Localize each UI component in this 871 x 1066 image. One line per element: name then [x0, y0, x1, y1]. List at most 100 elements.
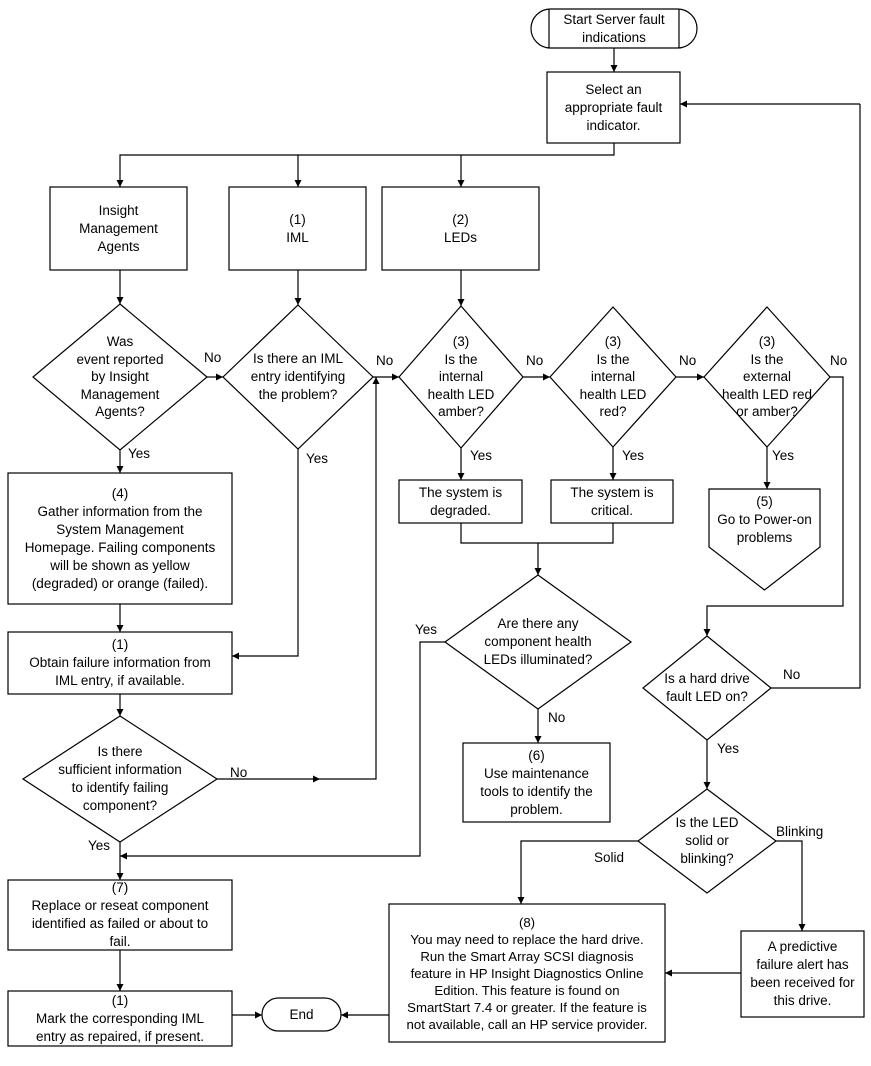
replace-hard-drive-box-line: (8) [518, 914, 536, 930]
leds-box: (2)LEDs [382, 187, 539, 270]
connector-edge [120, 641, 445, 860]
mark-iml-repaired-box-line: Mark the corresponding IML [35, 1010, 205, 1026]
replace-hard-drive-box: (8)You may need to replace the hard driv… [389, 904, 665, 1042]
external-no-label: No [830, 353, 848, 368]
system-critical-box-line: The system is [570, 484, 654, 500]
mark-iml-repaired-box-line: entry as repaired, if present. [35, 1028, 205, 1044]
gather-information-box-line: (4) [111, 485, 129, 501]
gather-information-box-line: System Management [56, 521, 184, 537]
external-led-decision-line: Is the [750, 351, 784, 367]
internal-led-red-decision-line: health LED [579, 386, 647, 402]
event-no-label: No [204, 350, 222, 365]
iml-box: (1) IML [229, 187, 366, 270]
sufficient-no-label: No [230, 765, 248, 780]
mark-iml-repaired-box-line: (1) [111, 992, 129, 1008]
replace-component-box-line: identified as failed or about to [31, 916, 209, 931]
replace-component-box-line: fail. [109, 934, 131, 949]
internal-led-amber-decision-line: (3) [452, 334, 470, 350]
gather-information-box-line: Homepage. Failing components [24, 539, 216, 555]
leds-box-line: (2) [452, 211, 469, 227]
led-solid-blinking-decision-line: solid or [685, 833, 729, 848]
internal-led-amber-decision-line: internal [438, 369, 484, 385]
gather-information-box-line: (degraded) or orange (failed). [31, 575, 209, 591]
mark-iml-repaired-box: (1) Mark the corresponding IML entry as re… [8, 991, 232, 1046]
connector-edge [232, 449, 299, 660]
sufficient-info-decision-line: sufficient information [58, 762, 182, 777]
end-terminal-line: End [289, 1006, 314, 1022]
event-yes-label: Yes [128, 446, 151, 461]
iml-entry-decision-line: the problem? [258, 387, 338, 402]
power-on-problems-connector-shape [708, 488, 821, 591]
led-solid-blinking-decision-shape [637, 788, 777, 894]
sufficient-info-decision-line: Is there [97, 744, 143, 759]
event-reported-decision-line: event reported [76, 351, 164, 367]
gather-information-box-line: will be shown as yellow [50, 557, 190, 573]
iml-entry-no-label: No [376, 353, 394, 368]
system-critical-box-line: critical. [590, 502, 633, 518]
replace-hard-drive-box-line: feature in HP Insight Diagnostics Online [410, 965, 644, 981]
replace-component-box-line: (7) [111, 880, 129, 895]
insight-agents-box-line: Insight [98, 202, 139, 218]
replace-hard-drive-box-line: Run the Smart Array SCSI diagnosis [420, 948, 634, 964]
internal-led-amber-decision-line: Is the [444, 351, 478, 367]
system-critical-box-shape [550, 479, 674, 524]
red-yes-label: Yes [622, 448, 645, 463]
hard-drive-led-decision: Is a hard drive fault LED on? [643, 636, 771, 740]
hard-drive-no-label: No [783, 667, 801, 682]
internal-led-red-decision-line: internal [590, 369, 636, 385]
hard-drive-yes-label: Yes [717, 741, 740, 756]
connector-edge [116, 143, 615, 187]
hard-drive-led-decision-line: Is a hard drive [664, 671, 750, 686]
end-terminal: End [262, 998, 341, 1031]
start-terminal-line: Start Server fault [563, 11, 665, 27]
internal-led-amber-decision-line: health LED [427, 386, 495, 402]
blinking-label: Blinking [776, 824, 824, 839]
power-on-problems-connector-line: Go to Power-on [717, 512, 812, 527]
internal-led-red-decision-line: red? [599, 404, 627, 420]
connector-edge [320, 377, 380, 780]
start-terminal-line: indications [582, 29, 646, 45]
system-degraded-box-line: degraded. [430, 502, 491, 518]
amber-no-label: No [526, 353, 544, 368]
iml-box-line: (1) [289, 211, 306, 227]
component-leds-decision-line: component health [484, 634, 592, 649]
external-led-decision-line: external [742, 369, 792, 385]
replace-hard-drive-box-line: Edition. This feature is found on [434, 982, 620, 998]
iml-box-line: IML [286, 229, 309, 245]
hard-drive-led-decision-line: fault LED on? [666, 689, 748, 704]
amber-yes-label: Yes [470, 448, 493, 463]
component-no-label: No [548, 710, 566, 725]
replace-hard-drive-box-line: not available, call an HP service provid… [406, 1016, 648, 1032]
predictive-failure-box-line: failure alert has [756, 957, 849, 972]
internal-led-amber-decision-line: amber? [438, 404, 484, 420]
replace-hard-drive-box-line: SmartStart 7.4 or greater. If the featur… [407, 999, 647, 1015]
connector-edge [517, 840, 638, 904]
event-reported-decision-line: by Insight [91, 369, 149, 385]
sufficient-info-decision-line: component? [82, 798, 158, 813]
connector-edge [460, 523, 614, 544]
connector-edge [771, 104, 861, 689]
event-reported-decision-line: Agents? [95, 404, 145, 420]
component-leds-decision-line: LEDs illuminated? [483, 652, 593, 667]
iml-entry-decision-line: Is there an IML [252, 351, 344, 366]
select-fault-indicator-box-line: indicator. [586, 117, 641, 133]
replace-hard-drive-box-line: You may need to replace the hard drive. [410, 931, 644, 947]
predictive-failure-box-line: this drive. [773, 993, 832, 1008]
led-solid-blinking-decision-line: Is the LED [675, 815, 739, 830]
insight-agents-box-line: Agents [97, 238, 140, 254]
external-led-decision-line: (3) [758, 334, 776, 350]
external-led-decision-line: health LED red [721, 386, 813, 402]
internal-led-red-decision-line: Is the [596, 351, 630, 367]
external-led-decision-line: or amber? [736, 404, 798, 420]
maintenance-tools-box-line: problem. [510, 801, 563, 817]
